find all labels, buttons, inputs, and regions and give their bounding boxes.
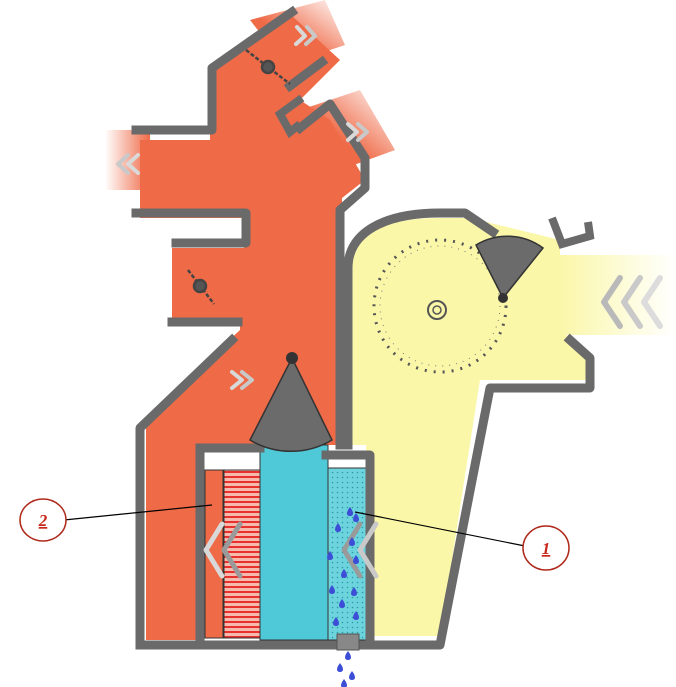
heater-core <box>205 470 260 638</box>
callout-1-label: 1 <box>542 539 551 558</box>
water-drop-icon <box>345 651 351 660</box>
water-drop-icon <box>349 671 355 680</box>
drain-outlet <box>337 634 359 650</box>
water-drop-icon <box>341 679 347 687</box>
water-drop-icon <box>337 663 343 672</box>
callout-2-label: 2 <box>38 511 48 530</box>
